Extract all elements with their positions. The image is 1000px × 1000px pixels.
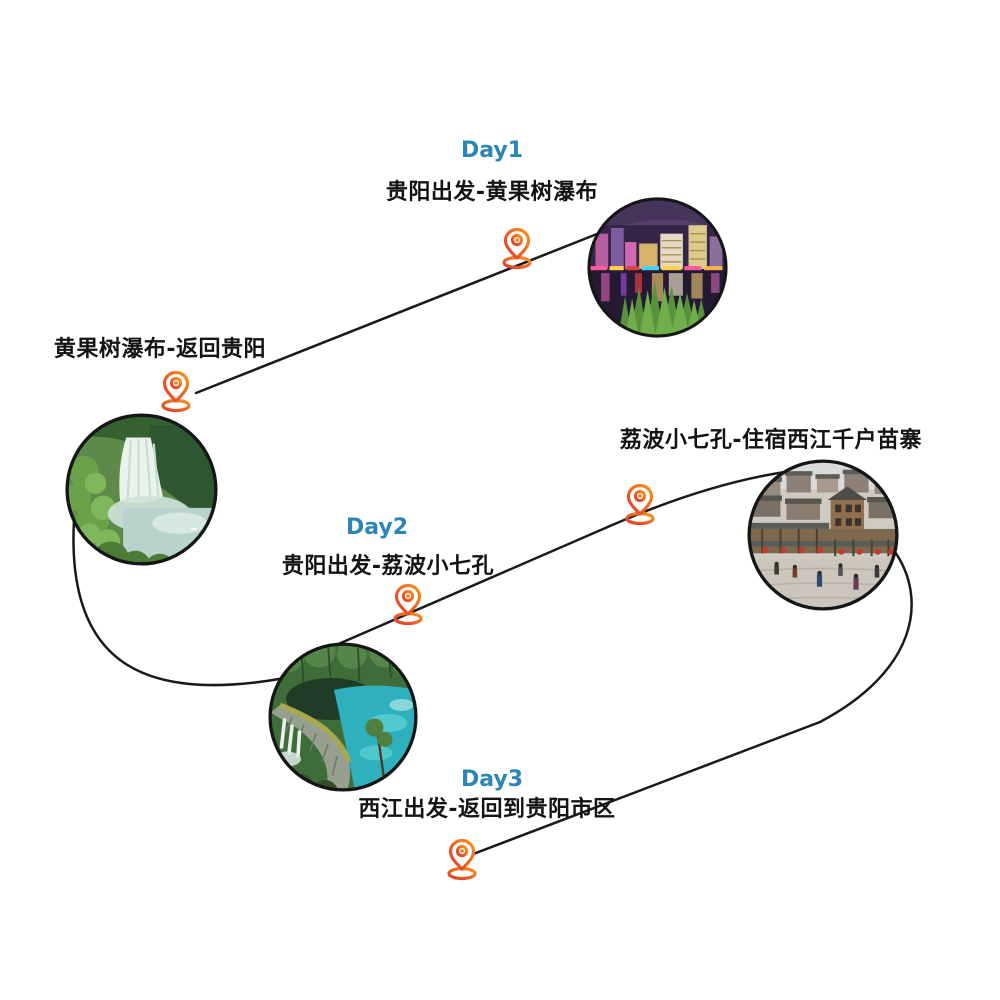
day2-label: Day2 <box>345 515 409 540</box>
connector-waterfall-to-xiaoqikong <box>72 518 287 687</box>
day1-label: Day1 <box>460 138 524 163</box>
route-label-day3: 西江出发-返回到贵阳市区 <box>358 797 616 822</box>
photo-guiyang-night <box>587 197 728 338</box>
route-label-day1: 贵阳出发-黄果树瀑布 <box>385 180 599 205</box>
route-label-day2: 贵阳出发-荔波小七孔 <box>281 554 495 579</box>
map-pin-icon <box>447 838 477 881</box>
photo-xijiang-miao-village <box>747 459 899 611</box>
map-pin-icon <box>161 370 191 413</box>
route-label-return-guiyang: 黄果树瀑布-返回贵阳 <box>53 337 267 362</box>
day3-label: Day3 <box>460 767 524 792</box>
photo-huangguoshu-waterfall <box>65 413 218 566</box>
photo-libo-xiaoqikong <box>268 642 418 792</box>
connector-day1 <box>194 230 604 395</box>
connector-day2 <box>318 468 802 654</box>
connector-day3 <box>466 547 913 858</box>
route-label-miao-village: 荔波小七孔-住宿西江千户苗寨 <box>619 428 923 453</box>
